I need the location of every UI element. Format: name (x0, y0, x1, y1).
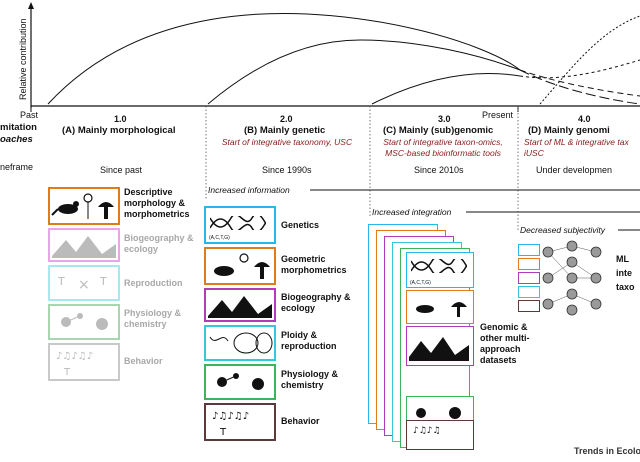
stage-b-timeframe: Since 1990s (262, 165, 312, 175)
left-label-1: mitation (0, 122, 37, 133)
genomic-datasets-label: Genomic & other multi-approach datasets (480, 322, 530, 365)
stage-a-number: 1.0 (114, 114, 127, 124)
music-notes-icon: ♪♫♪♫♪ T (212, 411, 249, 438)
geometric-morphometrics-box (204, 247, 276, 285)
landscape-icon (52, 236, 116, 258)
morphology-box (48, 187, 120, 225)
stage-d-timeframe: Under developmen (536, 165, 613, 175)
ml-label-2: inte (616, 268, 633, 278)
stage-c-timeframe: Since 2010s (414, 165, 464, 175)
stage-c-description: Start of integrative taxon-omics, MSC-ba… (383, 137, 503, 158)
landscape-icon (208, 296, 272, 318)
ploidy-box (204, 325, 276, 361)
curve-genetic (207, 39, 521, 105)
past-label: Past (20, 110, 39, 120)
stage-c-number: 3.0 (438, 114, 451, 124)
stage-d-description: Start of ML & integrative tax iUSC (524, 137, 629, 158)
physiology-label-a: Physiology & chemistry (124, 308, 182, 329)
stage-a-title: (A) Mainly morphological (62, 125, 176, 136)
dna-icon (411, 259, 467, 273)
ml-label-3: taxo (616, 282, 635, 292)
biogeography-box-b (204, 288, 276, 322)
increased-information-label: Increased information (208, 185, 290, 195)
stage-a-timeframe: Since past (100, 165, 143, 175)
stage-c-title: (C) Mainly (sub)genomic (383, 125, 494, 136)
y-axis-label: Relative contribution (18, 18, 28, 100)
svg-text:×: × (78, 277, 90, 293)
present-label: Present (482, 110, 514, 120)
svg-text:♪♫♪♫♪: ♪♫♪♫♪ (56, 351, 93, 362)
dna-icon (210, 216, 266, 230)
ploidy-label: Ploidy & reproduction (281, 330, 337, 351)
genomic-morphology-card (406, 290, 474, 324)
physiology-label-b: Physiology & chemistry (281, 369, 339, 390)
ml-input-5 (518, 300, 540, 312)
physiology-box-b (204, 364, 276, 400)
biogeography-box-a (48, 228, 120, 262)
curve-genetic-future (519, 69, 640, 97)
y-axis-arrow (28, 2, 34, 9)
music-notes-icon: ♪♫♪♫ (413, 426, 441, 436)
reproduction-icon: × T T (57, 275, 107, 293)
genomic-dna-card: (A,C,T,G) (406, 252, 474, 288)
ml-input-4 (518, 286, 540, 298)
geometric-morphometrics-label: Geometric morphometrics (281, 254, 347, 275)
stage-d-title: (D) Mainly genomi (528, 125, 610, 136)
curve-morphological (47, 13, 521, 105)
svg-text:♪♫♪♫♪: ♪♫♪♫♪ (212, 411, 249, 422)
genomic-landscape-card (406, 326, 474, 366)
behavior-label-b: Behavior (281, 416, 320, 426)
svg-text:T: T (63, 367, 71, 378)
behavior-box-a: ♪♫♪♫♪ T (48, 343, 120, 381)
magpie-mushroom-icon (214, 253, 270, 279)
genetics-box: (A,C,T,G) (204, 206, 276, 244)
genomic-behavior-card: ♪♫♪♫ (406, 420, 474, 450)
svg-text:T: T (57, 275, 65, 288)
ml-label-1: ML (616, 254, 629, 264)
genetics-label: Genetics (281, 220, 320, 230)
svg-text:T: T (99, 275, 107, 288)
ml-input-1 (518, 244, 540, 256)
journal-footer: Trends in Ecolog (574, 446, 640, 456)
molecule-icon (217, 373, 264, 390)
ml-input-2 (518, 258, 540, 270)
left-label-3: neframe (0, 162, 34, 172)
increased-integration-label: Increased integration (372, 207, 452, 217)
magpie-mushroom-icon (416, 302, 467, 317)
curve-morphological-future (519, 69, 640, 105)
stage-b-title: (B) Mainly genetic (244, 125, 326, 136)
reproduction-box-a: × T T (48, 265, 120, 301)
stage-b-description: Start of integrative taxonomy, USC (221, 137, 353, 147)
base-code-label-c: (A,C,T,G) (410, 280, 431, 286)
physiology-box-a (48, 304, 120, 340)
base-code-label: (A,C,T,G) (209, 235, 230, 241)
molecule-icon (416, 407, 461, 419)
landscape-icon (409, 337, 469, 361)
svg-text:♪♫♪♫: ♪♫♪♫ (413, 426, 441, 436)
decreased-subjectivity-label: Decreased subjectivity (520, 225, 606, 235)
curve-genomic-future (519, 59, 640, 79)
behavior-label-a: Behavior (124, 356, 163, 366)
stage-b-number: 2.0 (280, 114, 293, 124)
music-notes-icon: ♪♫♪♫♪ T (56, 351, 93, 378)
magpie-flower-mushroom-icon (51, 193, 114, 219)
curve-ml (539, 15, 640, 105)
molecule-icon (61, 313, 108, 330)
left-label-2: oaches (0, 134, 33, 145)
biogeography-label-b: Biogeography & ecology (281, 292, 351, 313)
biogeography-label-a: Biogeography & ecology (124, 233, 194, 254)
behavior-box-b: ♪♫♪♫♪ T (204, 403, 276, 441)
svg-text:T: T (219, 427, 227, 438)
morphology-label: Descriptive morphology & morphometrics (124, 187, 190, 219)
curve-genomic (371, 73, 521, 105)
neural-network-icon (542, 240, 602, 316)
ml-input-3 (518, 272, 540, 284)
chromosome-icon (209, 332, 273, 354)
reproduction-label-a: Reproduction (124, 278, 183, 288)
stage-d-number: 4.0 (578, 114, 591, 124)
